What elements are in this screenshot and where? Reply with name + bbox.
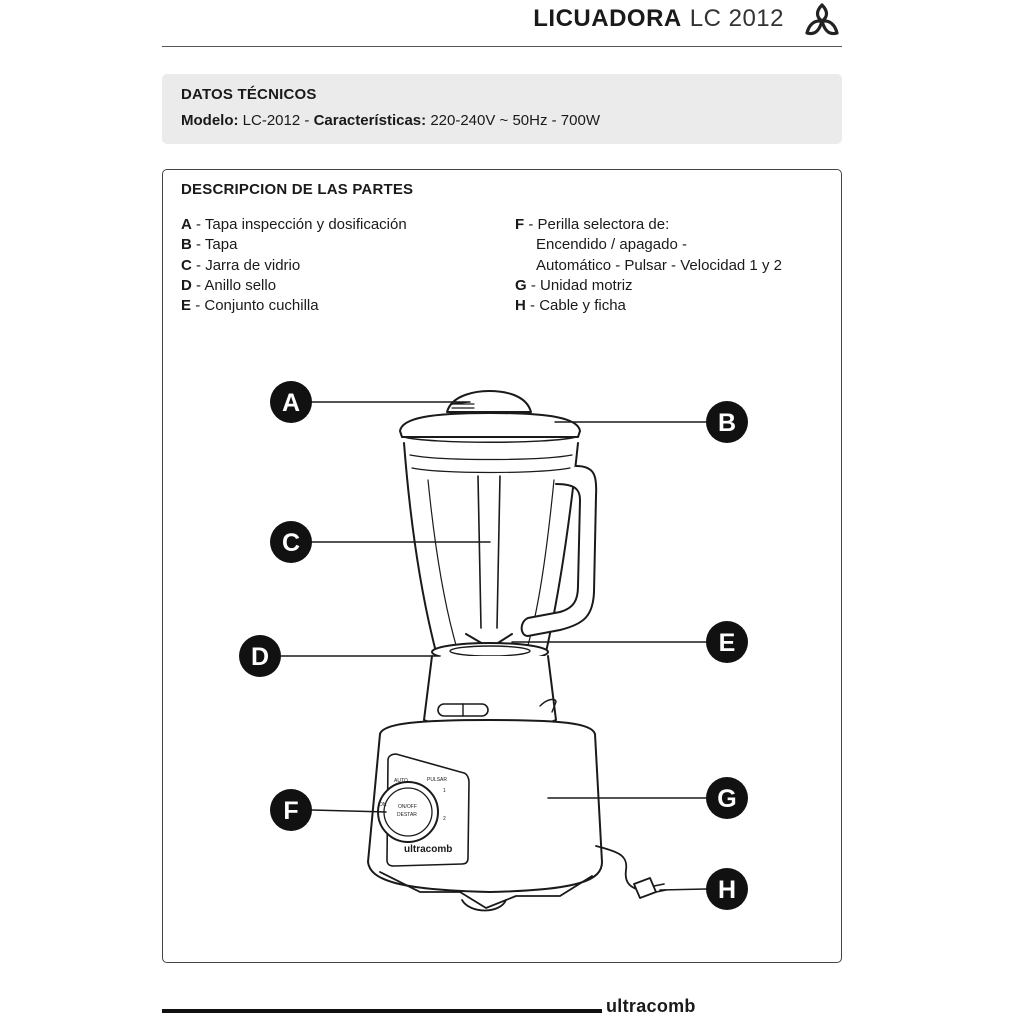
control-panel [386, 753, 470, 867]
svg-text:B: B [718, 409, 736, 437]
part-item: D - Anillo sello [181, 276, 407, 296]
part-letter: H [515, 297, 526, 315]
part-item: E - Conjunto cuchilla [181, 296, 407, 316]
part-item-continuation: Automático - Pulsar - Velocidad 1 y 2 [536, 256, 782, 274]
separator: - [304, 112, 310, 129]
part-item: H - Cable y ficha [515, 296, 782, 316]
knob-label-on: ON [379, 802, 387, 808]
callout-f: F [270, 789, 312, 831]
part-letter: D [181, 276, 192, 294]
knob-center-text: DESTAR [397, 812, 417, 818]
part-text: Tapa inspección y dosificación [204, 216, 407, 233]
dash: - [196, 236, 202, 254]
svg-text:E: E [719, 629, 736, 657]
page-title: LICUADORA LC 2012 [533, 4, 784, 34]
knob-label-1: 1 [443, 788, 446, 794]
jar-handle [520, 465, 598, 637]
features-label: Características: [313, 112, 427, 129]
part-letter: C [181, 256, 192, 274]
svg-text:D: D [251, 643, 269, 671]
features-value: 220-240V ~ 50Hz - 700W [430, 112, 600, 129]
part-letter: B [181, 236, 192, 254]
part-item: F - Perilla selectora de: [515, 215, 782, 235]
dash: - [528, 216, 534, 233]
parts-list-right: F - Perilla selectora de: Encendido / ap… [515, 215, 782, 316]
knob-label-pulse: PULSAR [427, 777, 447, 783]
footer-brand: ultracomb [606, 996, 696, 1016]
model-value: LC-2012 [242, 112, 301, 129]
part-letter: F [515, 216, 525, 233]
svg-text:C: C [282, 529, 300, 557]
inspection-cap [446, 390, 532, 413]
technical-data-title: DATOS TÉCNICOS [181, 86, 317, 103]
device-brand-label: ultracomb [404, 844, 452, 855]
model-label: Modelo: [181, 112, 239, 129]
callouts: A B C D E F G H [239, 381, 748, 910]
part-text: Jarra de vidrio [205, 256, 301, 274]
parts-description-box: DESCRIPCION DE LAS PARTES A - Tapa inspe… [162, 169, 842, 963]
callout-b: B [706, 401, 748, 443]
dash: - [195, 297, 201, 315]
knob-center-text: ON/OFF [398, 804, 417, 810]
page-header: LICUADORA LC 2012 [162, 0, 842, 47]
callout-c: C [270, 521, 312, 563]
part-letter: A [181, 216, 192, 233]
dash: - [196, 276, 202, 294]
parts-title: DESCRIPCION DE LAS PARTES [181, 181, 414, 198]
part-item-continuation: Encendido / apagado - [536, 236, 687, 254]
callout-h: H [706, 868, 748, 910]
svg-text:G: G [717, 785, 736, 813]
parts-list-left: A - Tapa inspección y dosificación B - T… [181, 215, 407, 316]
product-name: LICUADORA [533, 5, 682, 32]
callout-e: E [706, 621, 748, 663]
part-text: Cable y ficha [539, 297, 626, 315]
part-item: A - Tapa inspección y dosificación [181, 215, 407, 235]
callout-a: A [270, 381, 312, 423]
part-letter: G [515, 276, 527, 294]
callout-g: G [706, 777, 748, 819]
svg-text:F: F [283, 797, 298, 825]
knob-label-2: 2 [443, 816, 446, 822]
ultracomb-logo-icon [805, 3, 839, 36]
svg-text:A: A [282, 389, 300, 417]
part-text: Tapa [204, 236, 238, 254]
technical-data-line: Modelo: LC-2012 - Características: 220-2… [181, 112, 600, 129]
dash: - [530, 297, 536, 315]
dash: - [196, 216, 202, 233]
part-text: Anillo sello [204, 276, 277, 294]
part-item: C - Jarra de vidrio [181, 256, 407, 276]
part-item: B - Tapa [181, 235, 407, 255]
model-name: LC 2012 [689, 5, 784, 32]
part-text: Perilla selectora de: [537, 216, 670, 233]
knob-label-auto: AUTO [394, 778, 408, 784]
part-letter: E [181, 297, 192, 315]
part-item: G - Unidad motriz [515, 276, 782, 296]
technical-data-box: DATOS TÉCNICOS Modelo: LC-2012 - Caracte… [162, 74, 842, 144]
dash: - [530, 276, 536, 294]
power-cord [595, 845, 641, 891]
part-text: Conjunto cuchilla [204, 297, 319, 315]
svg-text:H: H [718, 876, 736, 904]
lid [399, 412, 581, 438]
footer-bar [162, 1009, 602, 1013]
callout-d: D [239, 635, 281, 677]
dash: - [196, 256, 202, 274]
part-text: Unidad motriz [540, 276, 633, 294]
